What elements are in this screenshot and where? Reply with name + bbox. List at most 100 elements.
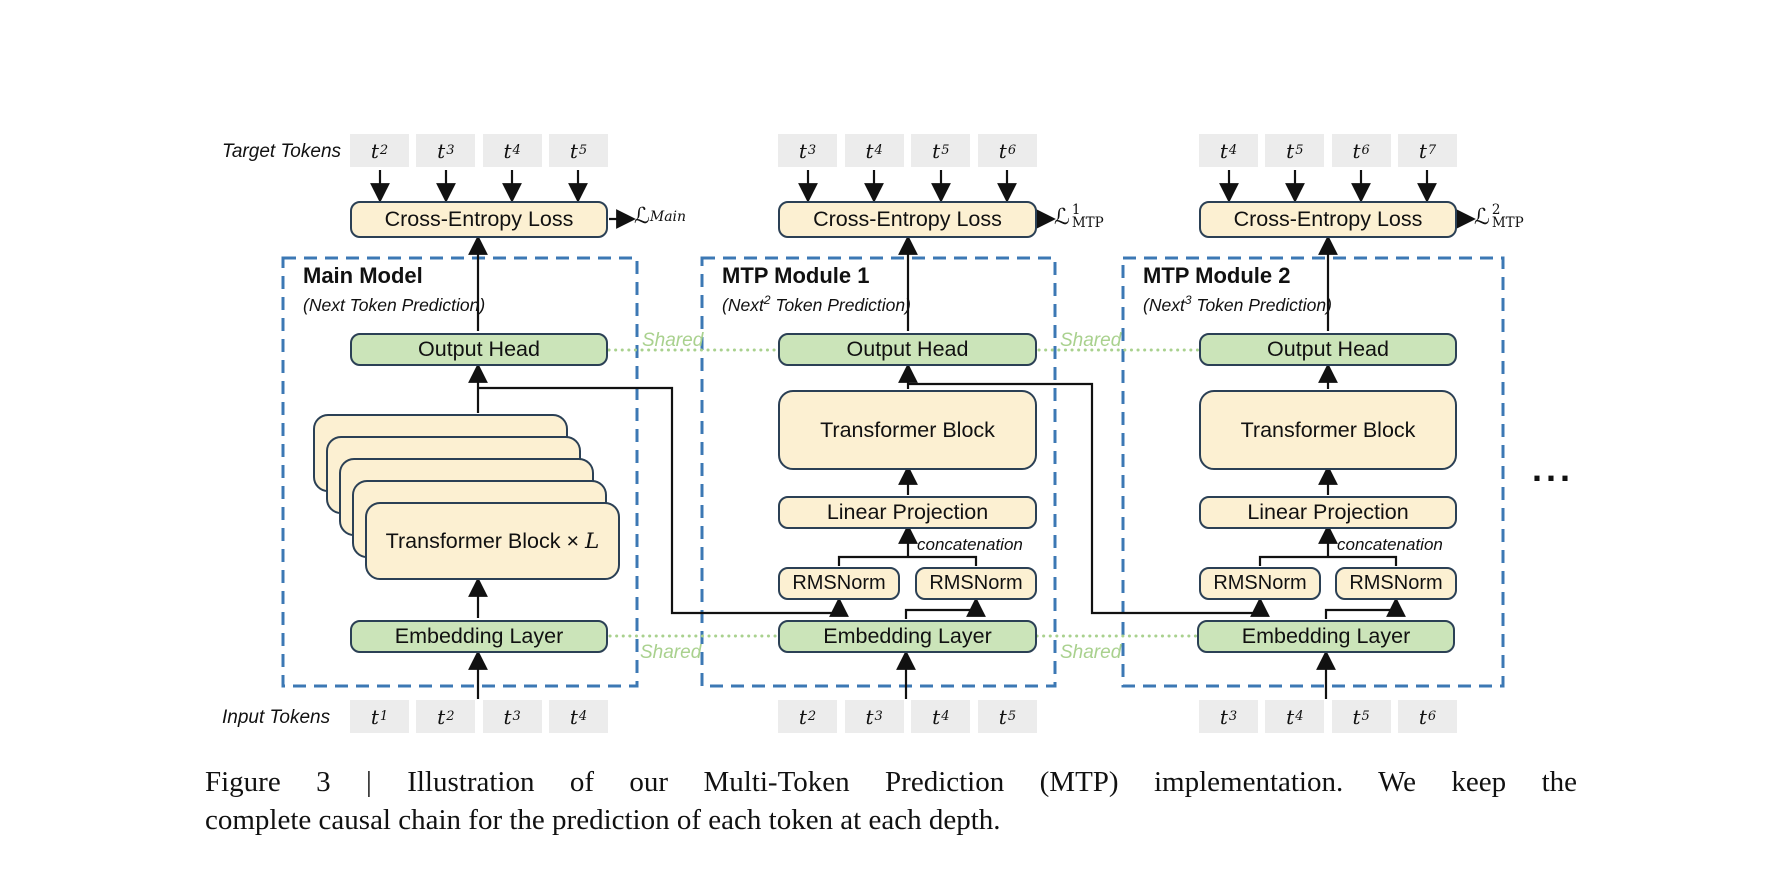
transformer-stack-label: Transformer Block ×L (367, 504, 618, 578)
token-base: t (1219, 138, 1228, 163)
mtp2-subtitle: (Next3 Token Prediction) (1143, 293, 1332, 316)
token-base: t (1352, 704, 1361, 729)
token-sub: 6 (1361, 143, 1370, 158)
token-base: t (569, 704, 578, 729)
loss-superscript: 2 (1491, 202, 1501, 218)
token-sub: 3 (807, 143, 817, 158)
module-dashed-borders (281, 256, 1505, 688)
shared-label-embedding-1: Shared (640, 642, 702, 663)
loss-symbol: ℒ (634, 204, 650, 229)
token-sub: 4 (1228, 143, 1238, 158)
token-sub: 5 (1007, 709, 1017, 724)
subtitle-sup: 3 (1184, 293, 1192, 307)
subtitle-pre: (Next (303, 294, 345, 315)
token-base: t (503, 138, 512, 163)
token-sub: 3 (1228, 709, 1238, 724)
shared-dotted-lines (607, 348, 1201, 638)
main-output-head-box: Output Head (350, 333, 608, 366)
mtp2-linear-projection-box: Linear Projection (1199, 496, 1457, 529)
loss-subscript: Main (649, 208, 687, 225)
token-base: t (998, 704, 1007, 729)
stack-label-math: L (585, 528, 600, 554)
token-base: t (1418, 704, 1427, 729)
token-sub: 7 (1427, 143, 1437, 158)
token-base: t (865, 704, 874, 729)
token-base: t (798, 138, 807, 163)
token-base: t (437, 704, 446, 729)
mtp2-cross-entropy-box: Cross-Entropy Loss (1199, 201, 1457, 238)
subtitle-post: Token Prediction) (770, 294, 911, 315)
token-sub: 2 (379, 143, 389, 158)
mtp1-concatenation-label: concatenation (917, 535, 1023, 554)
token-base: t (932, 138, 941, 163)
mtp1-transformer-block-box: Transformer Block (778, 390, 1037, 470)
caption-line-1: Figure 3 | Illustration of our Multi-Tok… (205, 766, 1577, 798)
token-base: t (932, 704, 941, 729)
token-base: t (569, 138, 578, 163)
mtp2-rmsnorm-right-box: RMSNorm (1335, 567, 1457, 600)
mtp1-rmsnorm-right-box: RMSNorm (915, 567, 1037, 600)
shared-label-embedding-2: Shared (1060, 642, 1122, 663)
subtitle-sup: 2 (763, 293, 771, 307)
loss-symbol: ℒ (1054, 204, 1070, 230)
main-cross-entropy-box: Cross-Entropy Loss (350, 201, 608, 238)
loss-subscript: MTP (1071, 215, 1104, 231)
token-sub: 2 (807, 709, 817, 724)
loss-subscript: MTP (1491, 215, 1524, 231)
mtp2-title: MTP Module 2 (1143, 263, 1291, 288)
subtitle-post: Token Prediction) (344, 294, 486, 315)
token-base: t (370, 704, 379, 729)
loss-symbol: ℒ (1474, 204, 1490, 230)
token-sub: 5 (941, 143, 950, 158)
token-sub: 3 (512, 709, 521, 724)
token-sub: 5 (1361, 709, 1370, 724)
token-sub: 4 (512, 143, 521, 158)
token-sub: 4 (941, 709, 950, 724)
mtp1-title: MTP Module 1 (722, 263, 870, 288)
target-tokens-label: Target Tokens (222, 141, 342, 162)
token-base: t (798, 704, 807, 729)
main-embedding-box: Embedding Layer (350, 620, 608, 653)
subtitle-pre: (Next (1143, 294, 1185, 315)
token-base: t (1352, 138, 1361, 163)
token-base: t (1286, 138, 1295, 163)
mtp2-concatenation-label: concatenation (1337, 535, 1443, 554)
token-sub: 3 (446, 143, 455, 158)
caption-line-2: complete causal chain for the prediction… (205, 804, 1001, 836)
shared-label-output-head-1: Shared (642, 330, 704, 351)
token-base: t (1286, 704, 1295, 729)
token-sub: 4 (874, 143, 883, 158)
mtp1-linear-projection-box: Linear Projection (778, 496, 1037, 529)
more-modules-ellipsis: ... (1532, 448, 1575, 489)
input-tokens-label: Input Tokens (222, 707, 331, 728)
token-sub: 1 (379, 709, 389, 724)
token-base: t (1418, 138, 1427, 163)
